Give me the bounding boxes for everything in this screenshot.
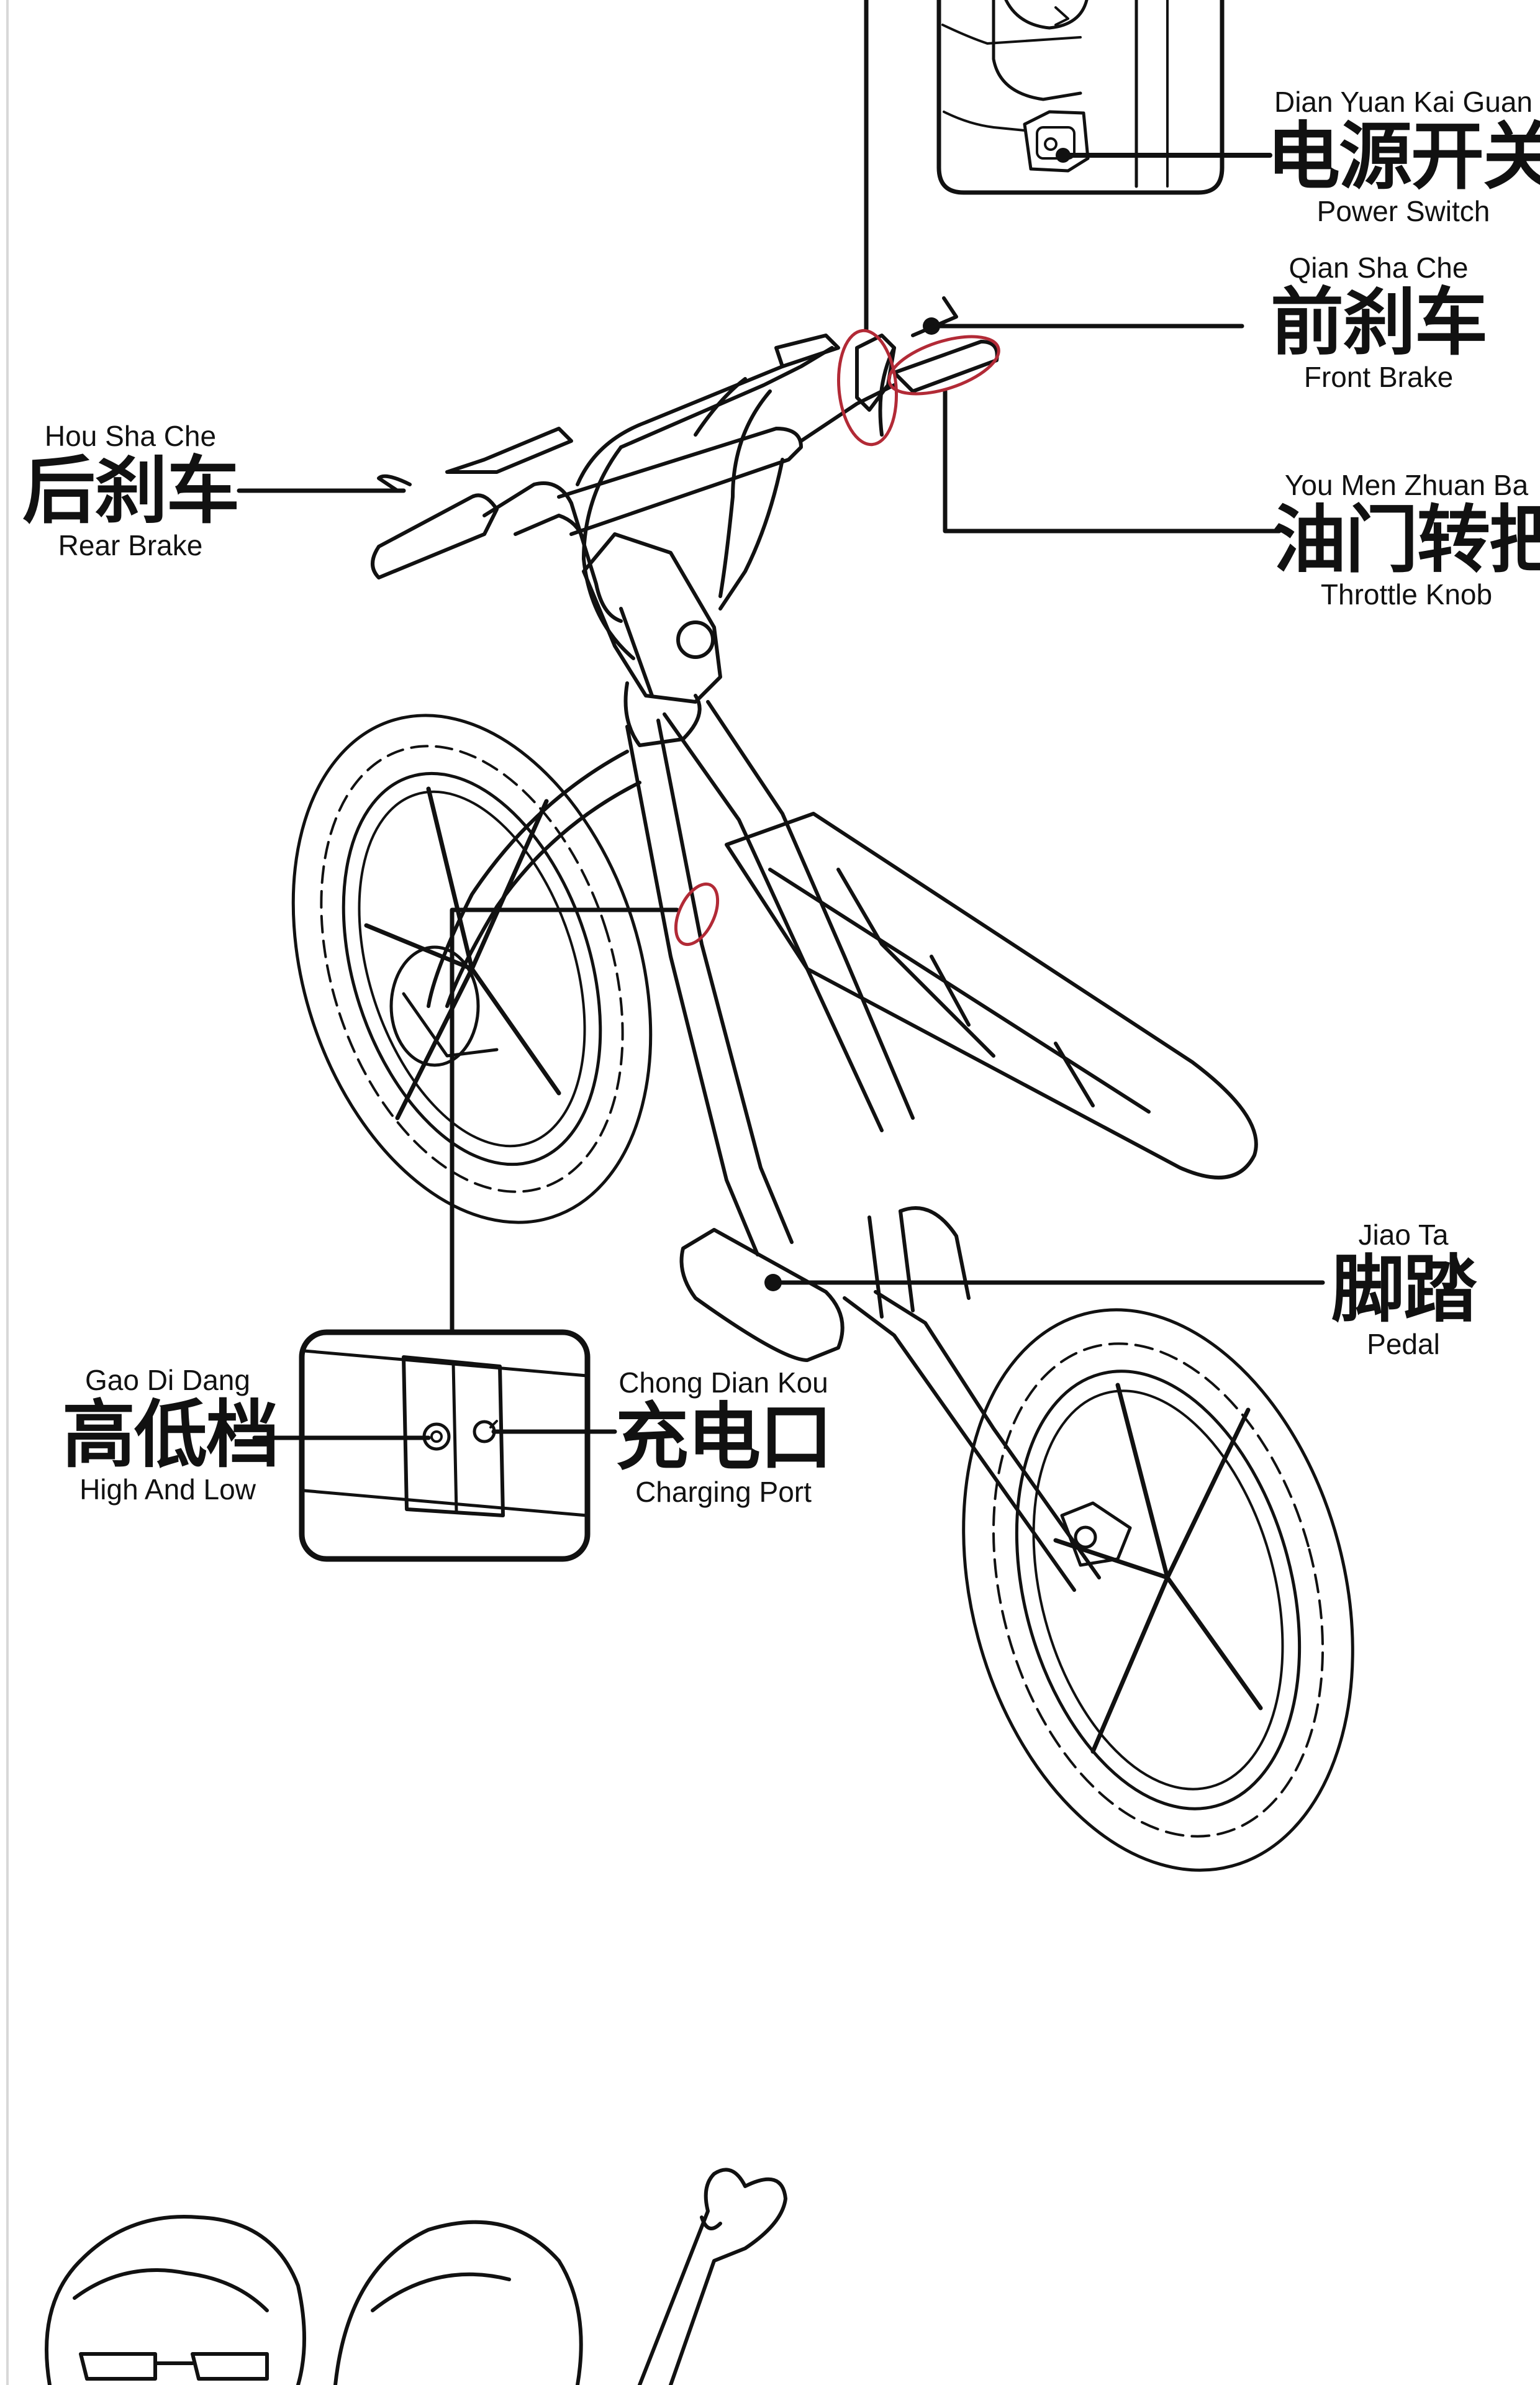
throttle-knob-english: Throttle Knob <box>1273 578 1540 611</box>
high-and-low-chinese: 高低档 <box>62 1396 273 1473</box>
throttle-leader <box>945 391 1279 531</box>
pedal-label: Jiao Ta 脚踏 Pedal <box>1316 1219 1490 1360</box>
front-wheel <box>904 1266 1412 1914</box>
rear-brake-english: Rear Brake <box>19 529 242 561</box>
high-and-low-english: High And Low <box>62 1473 273 1506</box>
charging-port-english: Charging Port <box>609 1476 838 1508</box>
power-switch-inset <box>939 0 1222 193</box>
power-switch-english: Power Switch <box>1267 195 1540 227</box>
front-brake-chinese: 前刹车 <box>1267 284 1490 361</box>
charging-port-label: Chong Dian Kou 充电口 Charging Port <box>609 1366 838 1508</box>
power-switch-label: Dian Yuan Kai Guan 电源开关 Power Switch <box>1267 86 1540 227</box>
handlebar <box>373 298 997 658</box>
power-switch-chinese: 电源开关 <box>1267 118 1540 195</box>
cartoon-figures <box>47 2169 786 2385</box>
rear-brake-label: Hou Sha Che 后刹车 Rear Brake <box>19 420 242 561</box>
pedal-chinese: 脚踏 <box>1316 1251 1490 1328</box>
front-brake-label: Qian Sha Che 前刹车 Front Brake <box>1267 252 1490 393</box>
charging-port-chinese: 充电口 <box>609 1399 838 1476</box>
throttle-knob-chinese: 油门转把 <box>1273 501 1540 578</box>
front-brake-english: Front Brake <box>1267 361 1490 393</box>
charging-leader <box>452 910 677 1332</box>
throttle-knob-label: You Men Zhuan Ba 油门转把 Throttle Knob <box>1273 469 1540 611</box>
rear-wheel <box>232 669 712 1269</box>
rear-brake-chinese: 后刹车 <box>19 452 242 529</box>
charging-inset <box>302 1332 587 1559</box>
high-and-low-label: Gao Di Dang 高低档 High And Low <box>62 1364 273 1506</box>
pedal-english: Pedal <box>1316 1328 1490 1360</box>
